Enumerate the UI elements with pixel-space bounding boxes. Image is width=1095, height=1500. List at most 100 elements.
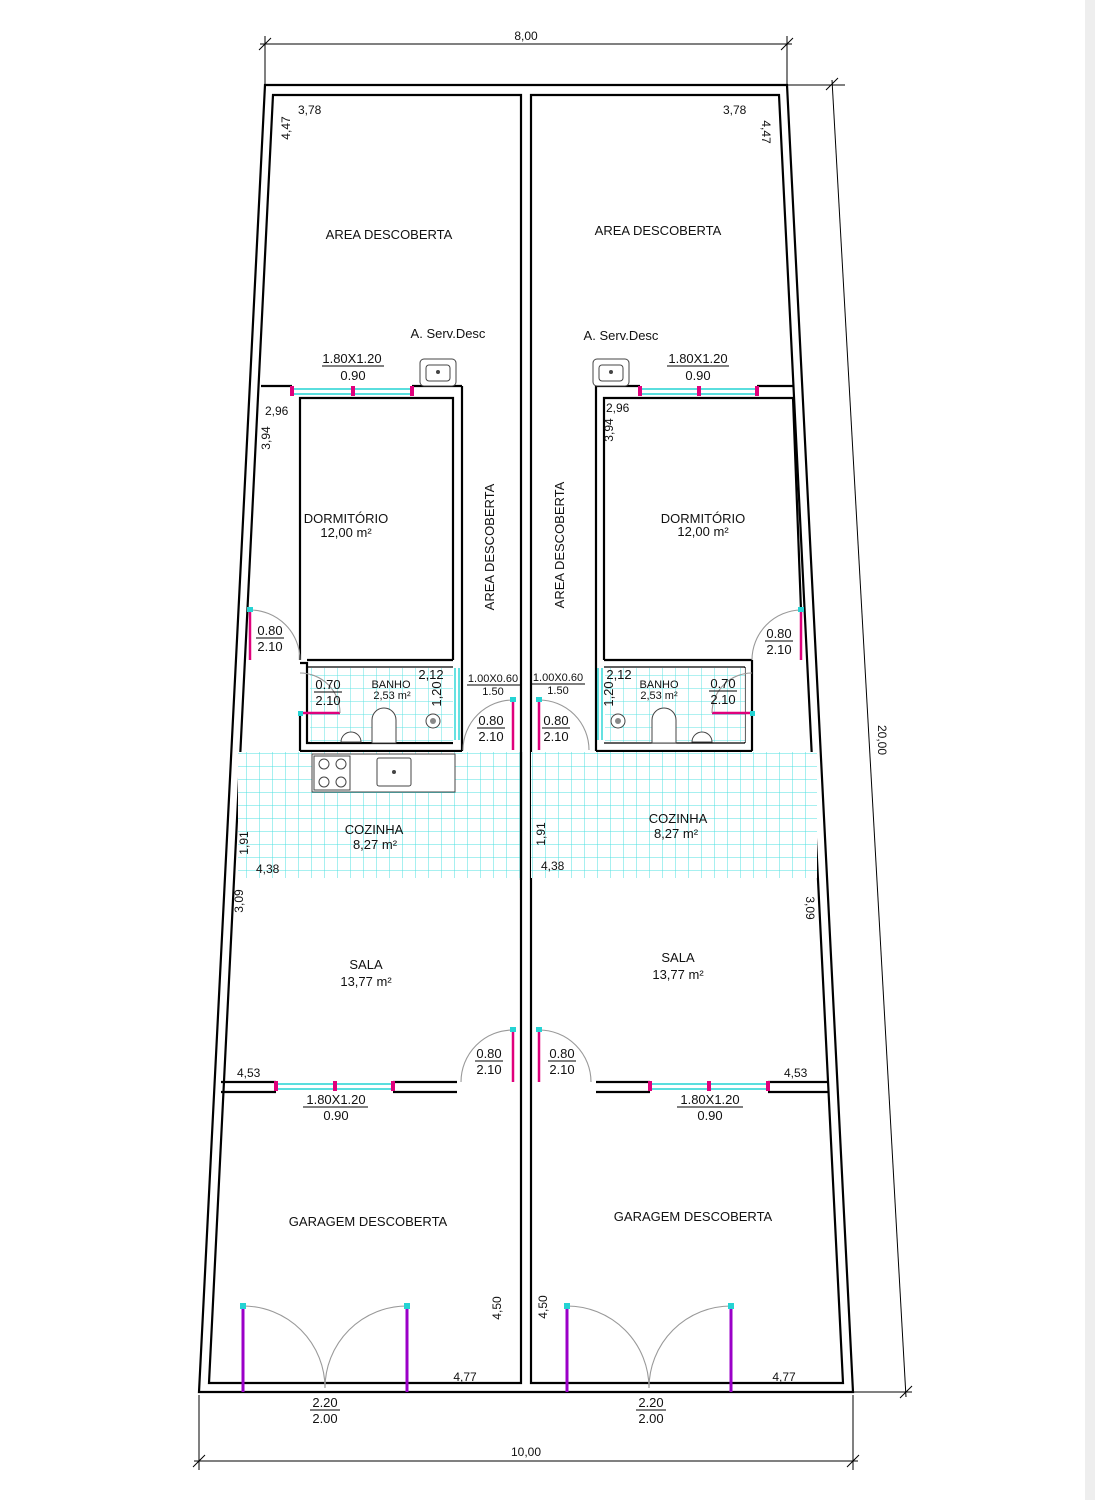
left-dorm-label: DORMITÓRIO [304, 511, 389, 526]
right-bath-door [711, 672, 755, 716]
front-division-walls [221, 1080, 828, 1094]
left-corridor-label: AREA DESCOBERTA [482, 483, 497, 610]
right-kitchen-label: COZINHA [649, 811, 708, 826]
left-sala-width: 4,53 [237, 1066, 261, 1080]
left-kitchen-counter [311, 753, 456, 793]
right-garage-depth: 4,50 [536, 1295, 550, 1319]
left-dorm-door [247, 607, 301, 661]
left-bath-label: BANHO [371, 679, 411, 691]
bottom-width-dimension: 10,00 [192, 1395, 860, 1470]
left-sala-door-h: 2.10 [476, 1062, 501, 1077]
right-sala-door [536, 1027, 592, 1083]
right-rear-depth: 4,47 [759, 120, 773, 144]
left-gate-h: 2.00 [312, 1411, 337, 1426]
right-bath-window-sill: 1.50 [547, 685, 568, 697]
left-sala-door [460, 1027, 516, 1083]
left-rear-window [290, 386, 414, 396]
left-kitchen-door-h: 2.10 [478, 729, 503, 744]
left-dorm-block [298, 386, 464, 753]
left-dorm-door-w: 0.80 [257, 623, 282, 638]
right-bath-window [597, 668, 603, 740]
right-service-label: A. Serv.Desc [584, 328, 659, 343]
right-dorm-area: 12,00 m² [677, 524, 729, 539]
right-rear-area-label: AREA DESCOBERTA [595, 223, 722, 238]
right-front-window-size: 1.80X1.20 [680, 1092, 739, 1107]
depth-label: 20,00 [875, 725, 889, 755]
left-garage-depth: 4,50 [490, 1296, 504, 1320]
outer-walls [197, 83, 855, 1394]
right-dorm-width: 2,96 [606, 401, 630, 415]
left-kitchen-label: COZINHA [345, 822, 404, 837]
page-edge [1085, 0, 1095, 1500]
left-kitchen-width: 4,38 [256, 862, 280, 876]
left-dorm-area: 12,00 m² [320, 525, 372, 540]
left-rear-area-label: AREA DESCOBERTA [326, 227, 453, 242]
right-gate-w: 2.20 [638, 1395, 663, 1410]
left-kitchen-depth: 1,91 [237, 831, 251, 855]
right-bath-fixtures [610, 707, 713, 744]
left-bath-depth: 1,20 [429, 681, 444, 706]
right-dorm-door [751, 607, 804, 661]
left-rear-width: 3,78 [298, 103, 322, 117]
left-sala-door-w: 0.80 [476, 1046, 501, 1061]
right-kitchen-area: 8,27 m² [654, 826, 699, 841]
right-bath-door-w: 0.70 [710, 676, 735, 691]
right-dorm-label: DORMITÓRIO [661, 511, 746, 526]
right-sala-door-w: 0.80 [549, 1046, 574, 1061]
left-garage-width: 4,77 [453, 1370, 477, 1384]
left-unit-labels: 3,78 4,47 AREA DESCOBERTA A. Serv.Desc 1… [232, 103, 520, 1426]
right-kitchen-door-w: 0.80 [543, 713, 568, 728]
right-kitchen-depth: 1,91 [534, 822, 548, 846]
left-bath-width: 2,12 [418, 667, 443, 682]
left-front-window [274, 1081, 395, 1091]
right-sala-depth: 3,09 [803, 896, 817, 920]
depth-dimension: 20,00 [786, 77, 913, 1399]
left-bath-fixtures [340, 707, 441, 744]
right-corridor-label: AREA DESCOBERTA [552, 481, 567, 608]
right-front-window [648, 1081, 770, 1091]
left-dorm-width: 2,96 [265, 404, 289, 418]
right-kitchen-door [536, 697, 590, 751]
right-bath-area: 2,53 m² [640, 690, 678, 702]
right-rear-window-size: 1.80X1.20 [668, 351, 727, 366]
left-rear-window-sill: 0.90 [340, 368, 365, 383]
left-front-window-size: 1.80X1.20 [306, 1092, 365, 1107]
right-kitchen-door-h: 2.10 [543, 729, 568, 744]
top-width-label: 8,00 [514, 29, 538, 43]
left-kitchen-door-w: 0.80 [478, 713, 503, 728]
left-sala-depth: 3,09 [232, 889, 246, 913]
right-rear-window [638, 386, 759, 396]
right-dorm-block [594, 386, 803, 753]
right-dorm-depth: 3,94 [602, 418, 616, 442]
left-sala-area: 13,77 m² [340, 974, 392, 989]
right-garage-gate [564, 1303, 734, 1392]
bottom-width-label: 10,00 [511, 1445, 541, 1459]
right-rear-window-sill: 0.90 [685, 368, 710, 383]
left-dorm-depth: 3,94 [259, 426, 273, 450]
left-bath-window [454, 668, 460, 740]
left-gate-w: 2.20 [312, 1395, 337, 1410]
right-laundry-sink [592, 358, 630, 387]
left-kitchen-area: 8,27 m² [353, 837, 398, 852]
right-gate-h: 2.00 [638, 1411, 663, 1426]
right-front-window-sill: 0.90 [697, 1108, 722, 1123]
right-bath-window-size: 1.00X0.60 [533, 672, 583, 684]
left-bath-window-sill: 1.50 [482, 686, 503, 698]
right-bath-label: BANHO [639, 679, 679, 691]
left-dorm-door-h: 2.10 [257, 639, 282, 654]
right-unit-labels: 3,78 4,47 AREA DESCOBERTA A. Serv.Desc 1… [532, 103, 817, 1426]
left-garage-gate [240, 1303, 410, 1392]
left-garage-label: GARAGEM DESCOBERTA [289, 1214, 448, 1229]
right-sala-area: 13,77 m² [652, 967, 704, 982]
left-bath-window-size: 1.00X0.60 [468, 673, 518, 685]
left-front-window-sill: 0.90 [323, 1108, 348, 1123]
right-dorm-door-h: 2.10 [766, 642, 791, 657]
left-kitchen-door [462, 697, 516, 751]
left-service-label: A. Serv.Desc [411, 326, 486, 341]
right-garage-width: 4,77 [772, 1370, 796, 1384]
right-bath-door-h: 2.10 [710, 692, 735, 707]
left-bath-door [298, 672, 341, 716]
left-sala-label: SALA [349, 957, 383, 972]
left-rear-depth: 4,47 [279, 116, 293, 140]
